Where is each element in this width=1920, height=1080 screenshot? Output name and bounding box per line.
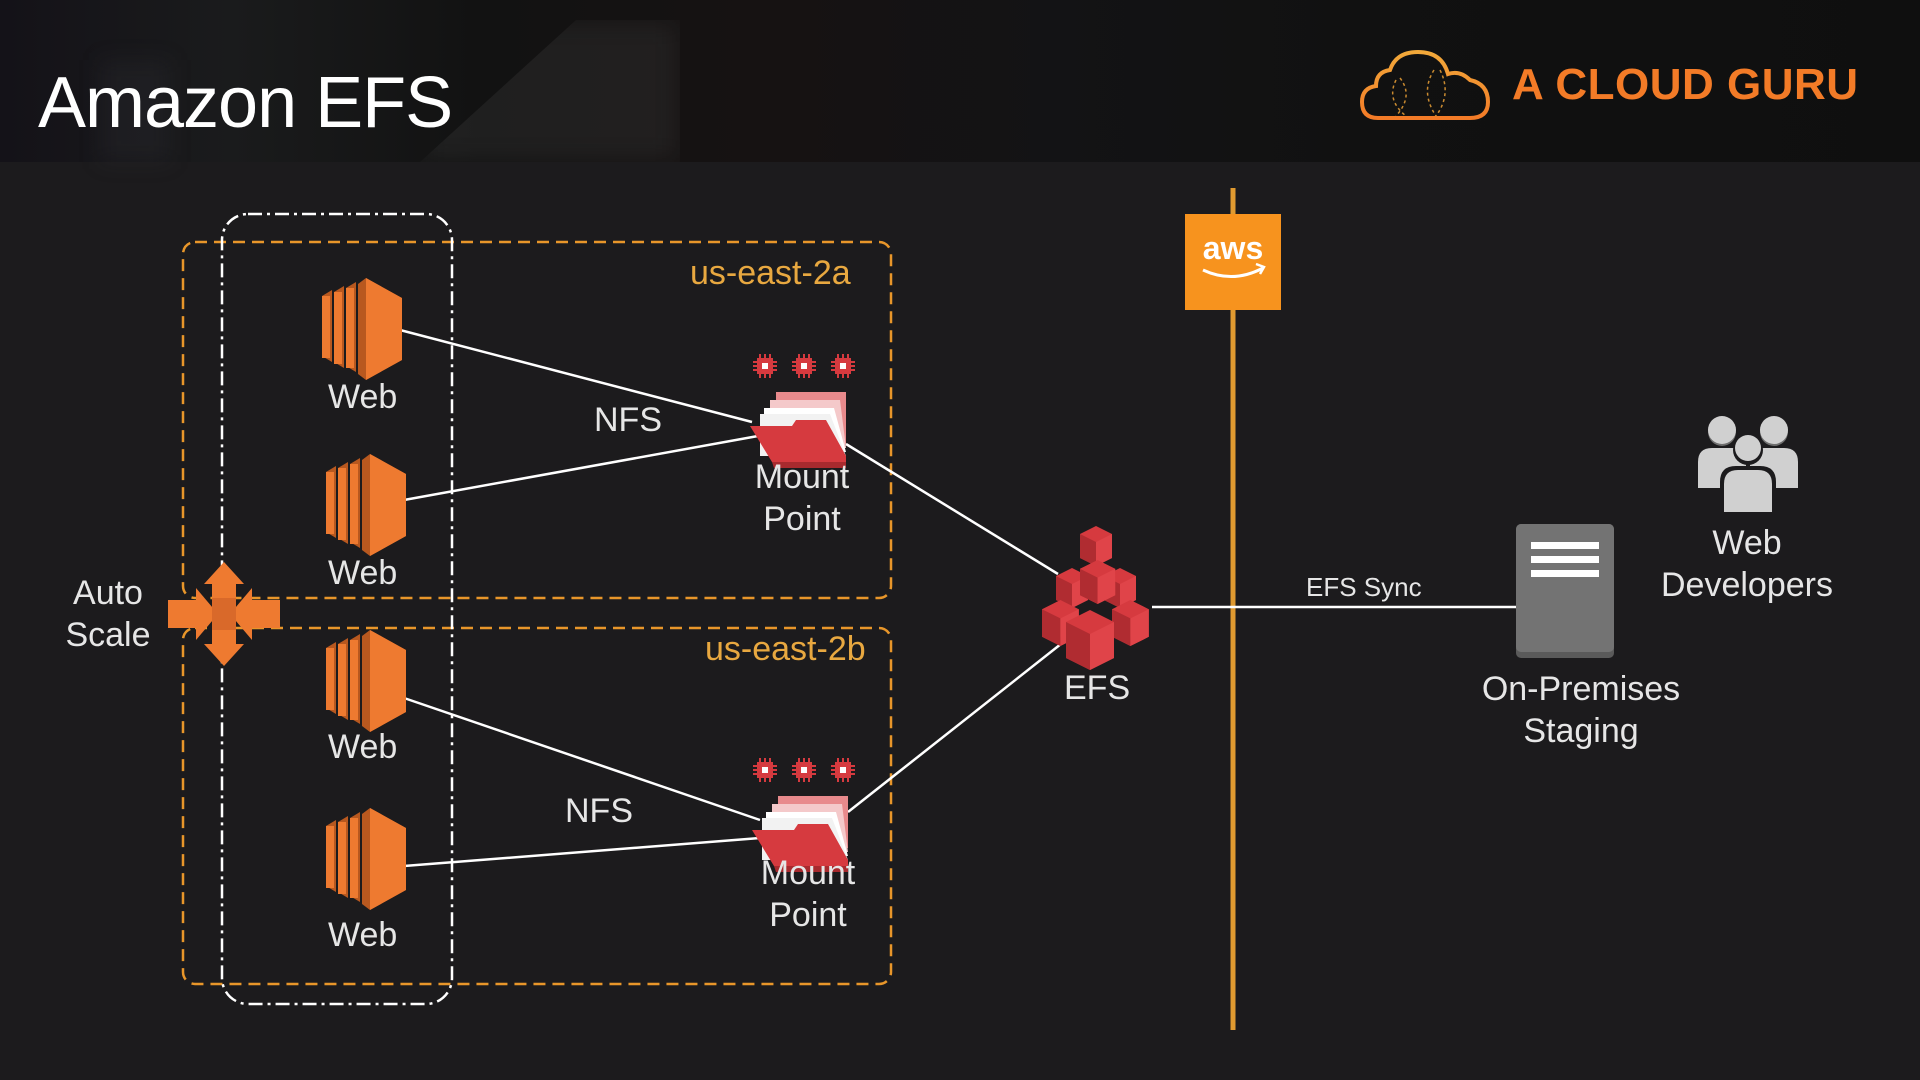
on-premises-label: On-Premises Staging [1481,670,1681,750]
availability-zone-box-a [181,240,893,600]
slide-title: Amazon EFS [38,63,453,143]
nfs-connector [403,434,759,502]
instance-label: Web [328,916,398,954]
chip-icon [752,757,778,783]
cloud-icon [1359,49,1491,120]
auto-scale-label: Auto Scale [65,574,151,654]
mount-point-label: Mount Point [754,458,850,538]
nfs-connector [403,836,761,868]
mount-to-efs-connector [847,639,1067,813]
instance-label: Web [328,378,398,416]
chip-icon [791,353,817,379]
instance-label: Web [328,728,398,766]
auto-scaling-group-outline [220,212,454,1006]
mount-to-efs-connector [845,442,1059,576]
efs-cubes-icon [1042,526,1149,670]
chip-icon [830,353,856,379]
ec2-instance-icon [326,808,406,910]
connectors [399,328,1518,868]
users-group-icon [1698,416,1798,514]
aws-logo-icon [1185,214,1281,310]
brand-logo: A CLOUD GURU [1356,40,1876,130]
nfs-connector [399,328,753,424]
aws-logo-text: aws [1202,230,1264,266]
protocol-label: NFS [594,401,662,439]
instance-label: Web [328,554,398,592]
protocol-label: NFS [565,792,633,830]
availability-zone-label: us-east-2b [705,630,866,668]
sync-label: EFS Sync [1306,572,1422,602]
efs-label: EFS [1064,669,1131,707]
chip-icon [830,757,856,783]
availability-zone-box-b [181,626,893,986]
ec2-instance-icon [326,630,406,732]
slide-header: Amazon EFS A CLOUD GURU [0,0,1920,162]
developers-label: Web Developers [1661,524,1833,604]
server-icon [1516,524,1614,658]
ec2-instance-icon [326,454,406,556]
brand-name: A CLOUD GURU [1512,60,1859,109]
availability-zone-label: us-east-2a [690,254,851,292]
auto-scaling-arrows-icon [168,562,280,666]
ec2-instance-icon [322,278,402,380]
chip-icon [791,757,817,783]
mount-point-label: Mount Point [760,854,856,934]
background-shade [100,60,170,162]
nfs-connector [403,696,761,822]
chip-icon [752,353,778,379]
